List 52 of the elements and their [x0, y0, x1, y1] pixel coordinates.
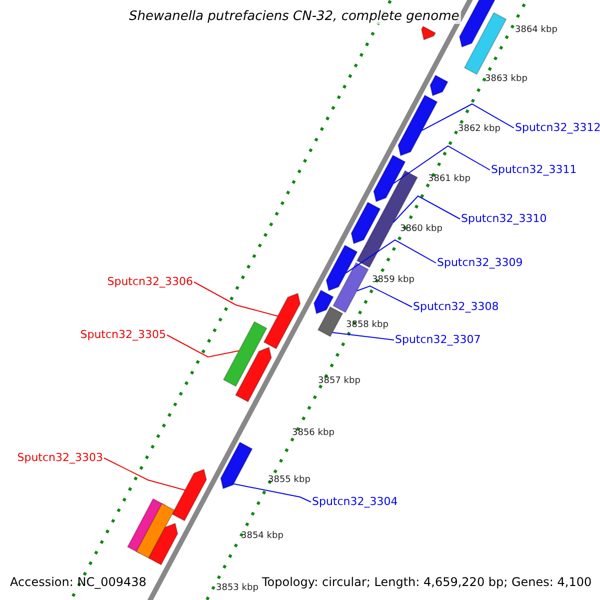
gene-feature	[313, 290, 334, 314]
gene-feature	[172, 468, 207, 522]
gene-feature	[263, 292, 301, 350]
gene-feature	[398, 94, 438, 156]
gene-feature	[326, 244, 358, 292]
gene-label: Sputcn32_3310	[461, 213, 547, 225]
gene-feature	[234, 346, 272, 402]
leader-line	[233, 483, 312, 502]
gene-feature	[317, 306, 344, 338]
gene-feature	[464, 12, 507, 75]
gene-feature	[350, 202, 381, 244]
genome-info-text: Topology: circular; Length: 4,659,220 bp; Genes: 4,100	[260, 575, 594, 589]
leader-line	[194, 282, 278, 317]
gene-label: Sputcn32_3307	[395, 334, 481, 346]
tick-label: 3853 kbp	[216, 582, 258, 594]
gene-feature	[332, 262, 369, 314]
leader-line	[422, 103, 514, 131]
tick-label: 3855 kbp	[268, 474, 310, 486]
tick-label: 3861 kbp	[428, 173, 470, 185]
gene-feature	[222, 321, 268, 387]
gene-feature	[148, 522, 178, 566]
tick-label: 3863 kbp	[485, 73, 528, 85]
gene-feature	[220, 442, 253, 490]
map-title: Shewanella putrefaciens CN-32, complete genome	[127, 10, 462, 24]
leader-line	[392, 195, 460, 223]
leader-line	[346, 239, 436, 274]
tick-label: 3858 kbp	[346, 319, 388, 331]
leader-line	[393, 145, 490, 184]
gene-label: Sputcn32_3305	[80, 329, 166, 341]
gene-label: Sputcn32_3306	[107, 276, 193, 288]
leader-line	[104, 458, 186, 491]
gene-label: Sputcn32_3308	[413, 301, 499, 313]
tick-label: 3854 kbp	[241, 530, 284, 542]
gene-label: Sputcn32_3303	[17, 452, 103, 464]
leader-line	[166, 334, 240, 358]
gene-label: Sputcn32_3304	[312, 496, 398, 508]
gene-label: Sputcn32_3309	[437, 257, 523, 269]
tick-label: 3857 kbp	[318, 375, 360, 387]
tick-label: 3856 kbp	[292, 427, 334, 439]
leader-line	[356, 285, 412, 308]
tick-label: 3859 kbp	[372, 274, 414, 286]
tick-label: 3860 kbp	[400, 223, 442, 235]
gene-feature	[373, 154, 406, 202]
gene-feature	[136, 502, 175, 559]
gene-label: Sputcn32_3312	[515, 122, 600, 134]
leader-line	[332, 332, 394, 340]
gene-feature	[430, 74, 448, 96]
tick-label: 3862 kbp	[458, 123, 500, 135]
gene-feature	[458, 0, 496, 48]
gene-label: Sputcn32_3311	[491, 164, 577, 176]
accession-text: Accession: NC_009438	[9, 575, 148, 589]
tick-label: 3864 kbp	[515, 24, 558, 36]
